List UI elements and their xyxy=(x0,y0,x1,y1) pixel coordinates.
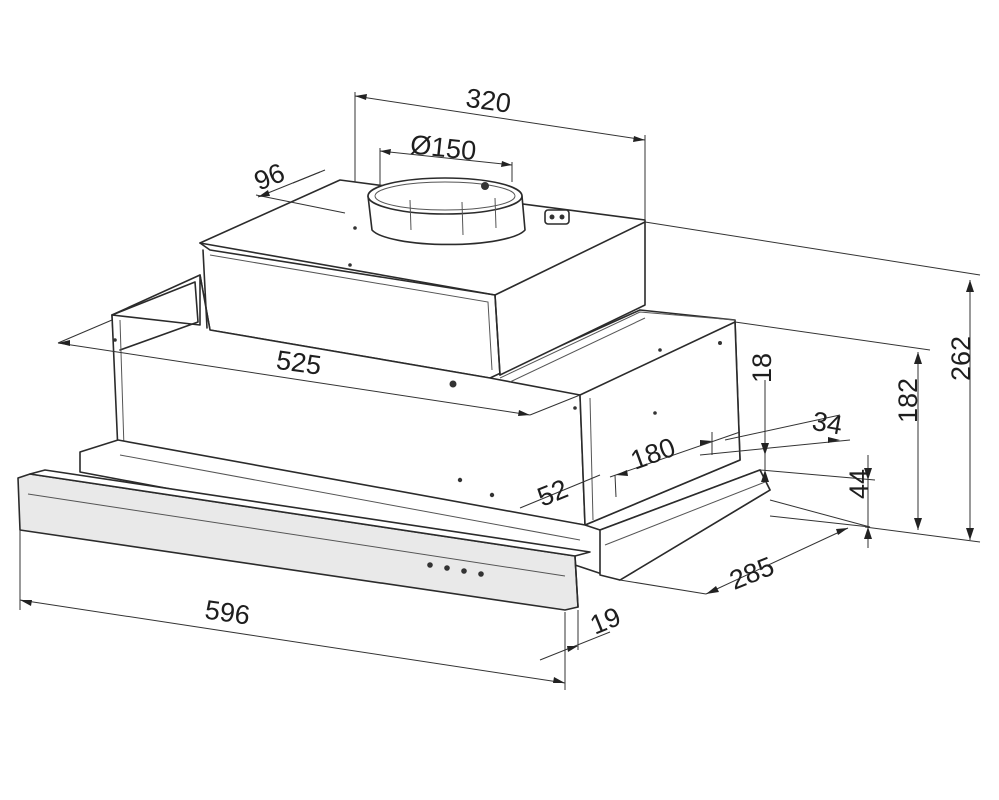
dim-label-596: 596 xyxy=(203,595,252,631)
dim-label-285: 285 xyxy=(725,551,778,596)
dim-label-320: 320 xyxy=(464,83,513,119)
dim-label-96: 96 xyxy=(250,157,289,196)
screw-holes xyxy=(113,226,722,498)
dimension-lines xyxy=(19,92,981,690)
hood-body xyxy=(17,179,771,611)
connector-block xyxy=(544,209,570,225)
duct-collar xyxy=(367,177,526,246)
control-buttons xyxy=(427,562,484,577)
dim-label-19: 19 xyxy=(586,601,625,640)
dim-label-182: 182 xyxy=(893,378,923,423)
dim-label-18: 18 xyxy=(747,353,777,383)
dim-label-44: 44 xyxy=(844,469,874,499)
dimension-arrows xyxy=(20,94,974,683)
dim-label-525: 525 xyxy=(274,345,323,381)
dim-label-duct-diameter: Ø150 xyxy=(409,129,478,166)
dim-label-34: 34 xyxy=(810,406,845,441)
dim-label-262: 262 xyxy=(946,336,976,381)
